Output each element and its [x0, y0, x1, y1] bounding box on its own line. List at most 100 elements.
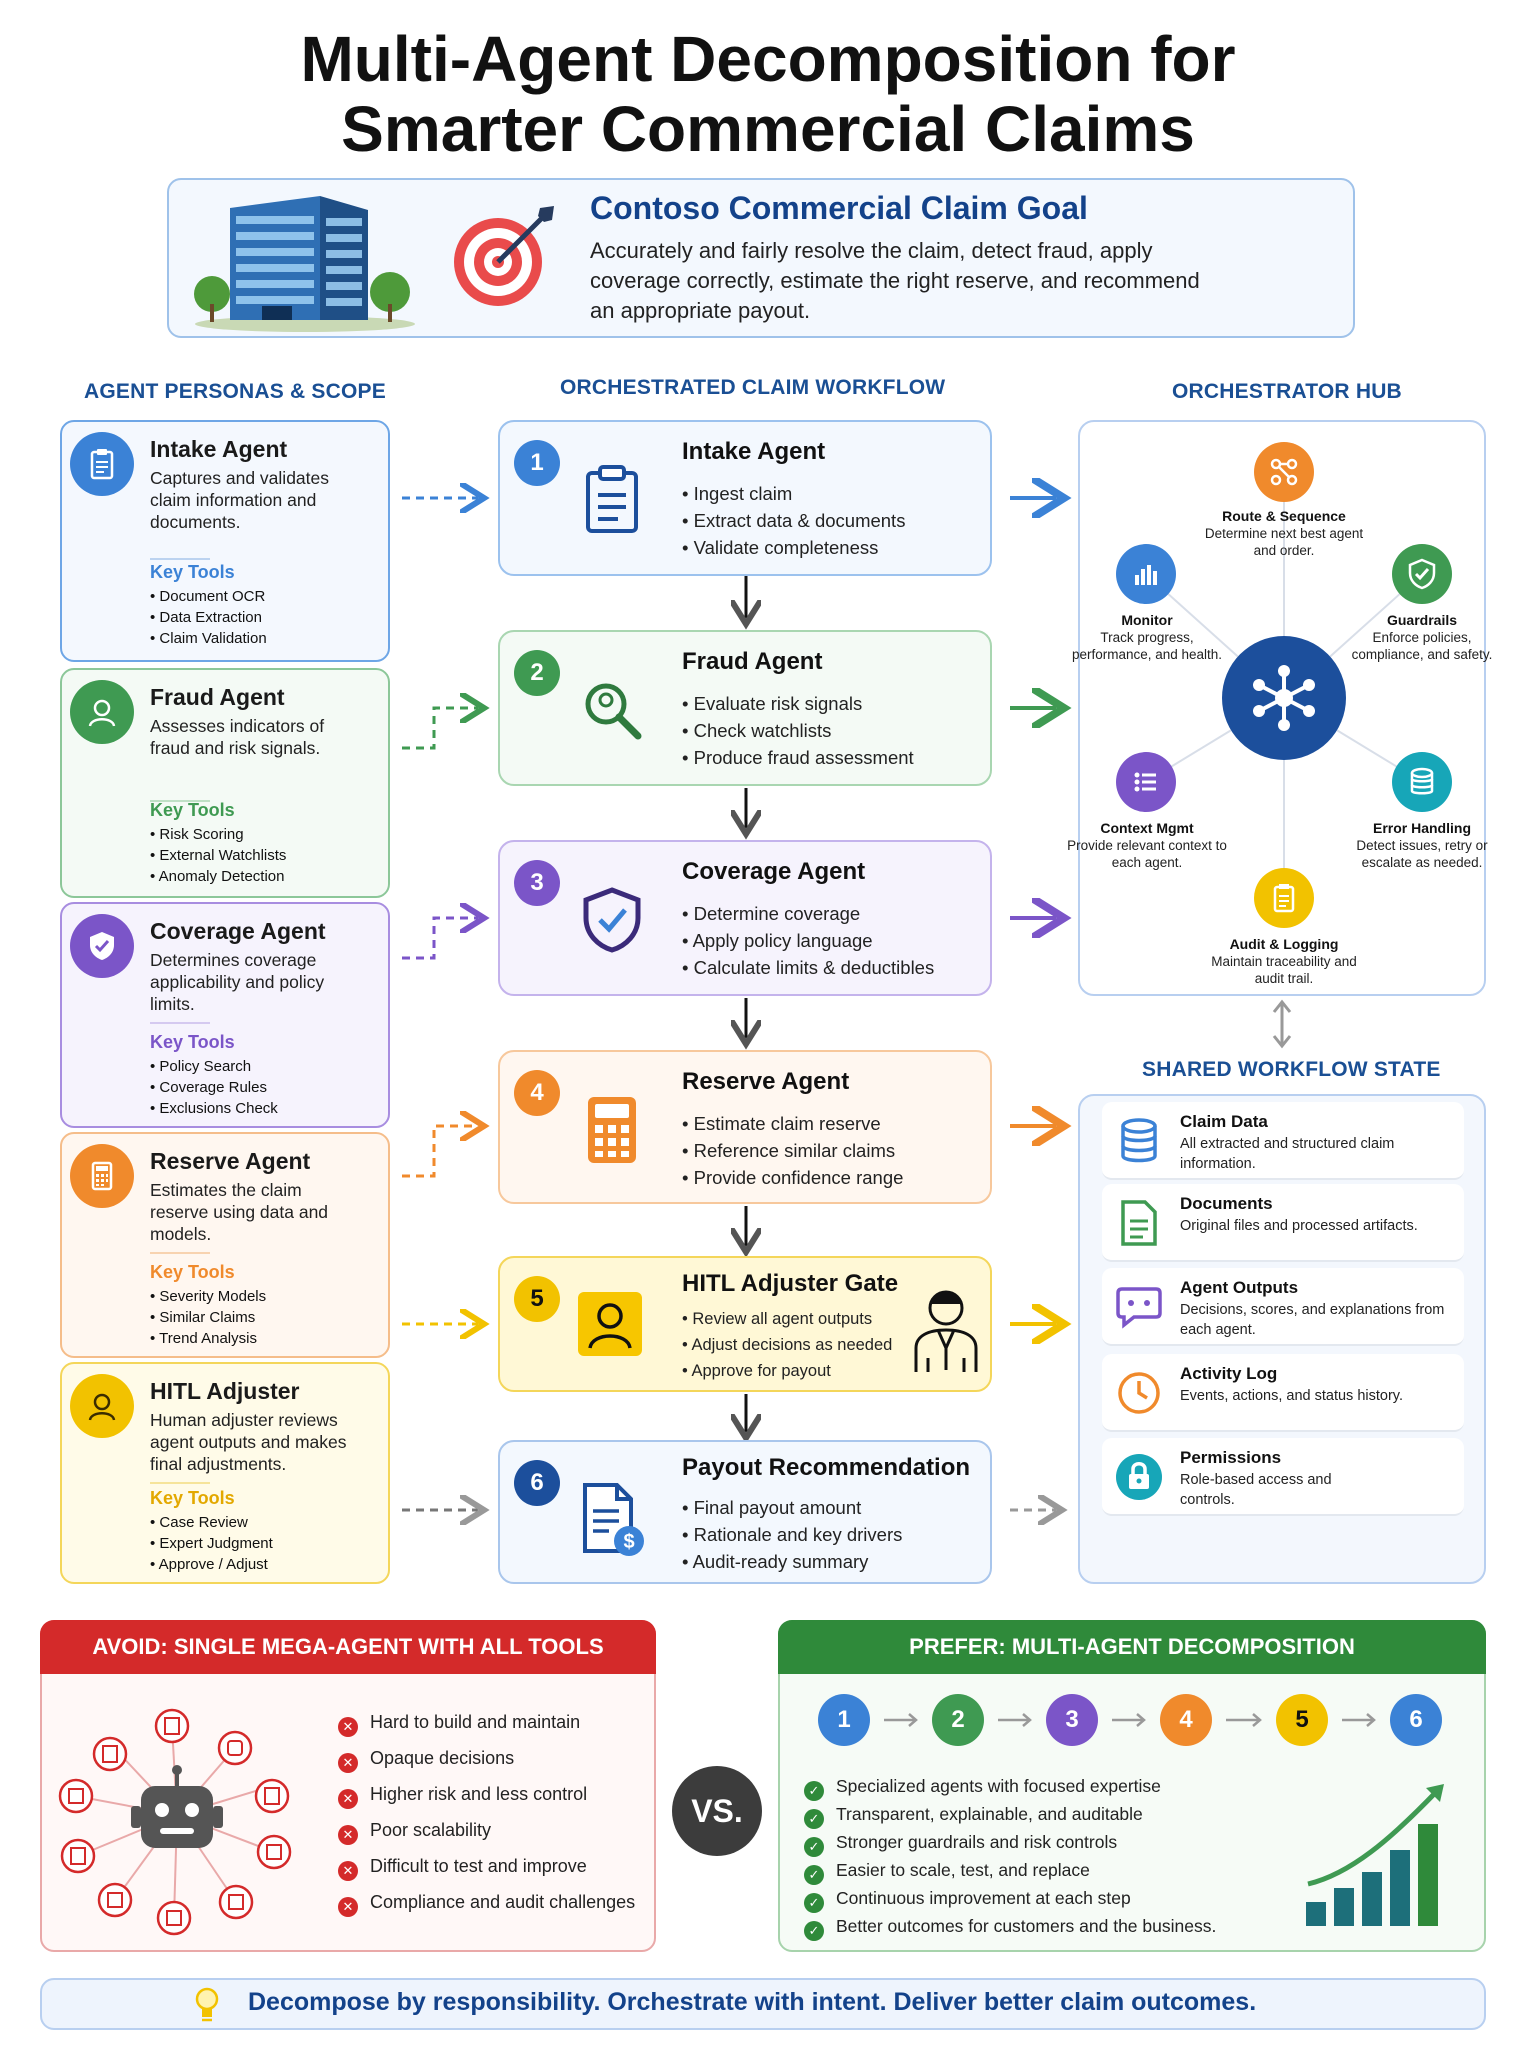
- flow-number: 6: [1390, 1694, 1442, 1746]
- divider: [150, 1022, 210, 1024]
- step-number: 4: [514, 1070, 560, 1116]
- personas-heading: AGENT PERSONAS & SCOPE: [84, 380, 386, 403]
- step-title: Fraud Agent: [682, 648, 823, 675]
- con-item: ✕Hard to build and maintain: [338, 1710, 580, 1746]
- flow-number: 2: [932, 1694, 984, 1746]
- avoid-header: AVOID: SINGLE MEGA-AGENT WITH ALL TOOLS: [40, 1620, 656, 1674]
- clipboard-icon: [572, 460, 652, 540]
- pro-item: ✓Transparent, explainable, and auditable: [804, 1802, 1143, 1829]
- con-item: ✕Compliance and audit challenges: [338, 1890, 635, 1926]
- check-icon: ✓: [804, 1837, 824, 1857]
- step-title: Intake Agent: [682, 438, 826, 465]
- step-title: Reserve Agent: [682, 1068, 850, 1095]
- svg-text:$: $: [623, 1531, 634, 1553]
- check-icon: ✓: [804, 1809, 824, 1829]
- check-icon: ✓: [804, 1781, 824, 1801]
- persona-card-coverage: Coverage Agent Determines coverage appli…: [60, 902, 390, 1128]
- goal-title: Contoso Commercial Claim Goal: [590, 190, 1088, 226]
- document-icon: [1114, 1198, 1164, 1248]
- workflow-step-2: 2 Fraud Agent • Evaluate risk signals• C…: [498, 630, 992, 786]
- prefer-header: PREFER: MULTI-AGENT DECOMPOSITION: [778, 1620, 1486, 1674]
- magnifier-icon: [572, 670, 652, 750]
- pro-item: ✓Better outcomes for customers and the b…: [804, 1914, 1216, 1941]
- key-tools-label: Key Tools: [150, 800, 235, 820]
- list-icon: [1116, 752, 1176, 812]
- calculator-icon: [572, 1090, 652, 1170]
- state-item-permissions: Permissions Role-based access and contro…: [1102, 1438, 1464, 1516]
- route-icon: [1254, 442, 1314, 502]
- persona-title: Intake Agent: [150, 436, 288, 462]
- step-number: 6: [514, 1460, 560, 1506]
- step-bullets: • Evaluate risk signals• Check watchlist…: [682, 693, 914, 768]
- workflow-step-1: 1 Intake Agent • Ingest claim• Extract d…: [498, 420, 992, 576]
- workflow-heading: ORCHESTRATED CLAIM WORKFLOW: [560, 376, 946, 399]
- invoice-dollar-icon: $: [572, 1480, 652, 1560]
- state-item-claim-data: Claim Data All extracted and structured …: [1102, 1102, 1464, 1180]
- x-icon: ✕: [338, 1825, 358, 1845]
- persona-title: Fraud Agent: [150, 684, 285, 710]
- user-icon: [70, 680, 134, 744]
- con-item: ✕Poor scalability: [338, 1818, 491, 1854]
- step-title: HITL Adjuster Gate: [682, 1270, 899, 1297]
- vs-badge: VS.: [672, 1766, 762, 1856]
- flow-number: 5: [1276, 1694, 1328, 1746]
- key-tools-list: • Policy Search• Coverage Rules• Exclusi…: [150, 1058, 278, 1117]
- persona-desc: Captures and validates claim information…: [150, 468, 329, 532]
- lightbulb-icon: [192, 1984, 222, 2024]
- state-item-documents: Documents Original files and processed a…: [1102, 1184, 1464, 1262]
- hub-heading: ORCHESTRATOR HUB: [1172, 380, 1402, 403]
- step-title: Coverage Agent: [682, 858, 866, 885]
- step-number: 5: [514, 1276, 560, 1322]
- key-tools-list: • Severity Models• Similar Claims• Trend…: [150, 1288, 267, 1347]
- divider: [150, 800, 210, 802]
- title-line-1: Multi-Agent Decomposition for: [300, 23, 1236, 95]
- persona-card-intake: Intake Agent Captures and validates clai…: [60, 420, 390, 662]
- workflow-step-3: 3 Coverage Agent • Determine coverage• A…: [498, 840, 992, 996]
- x-icon: ✕: [338, 1717, 358, 1737]
- flow-arrows: [884, 1713, 1376, 1727]
- pro-item: ✓Easier to scale, test, and replace: [804, 1858, 1090, 1885]
- state-desc: Events, actions, and status history.: [1180, 1388, 1403, 1404]
- key-tools-list: • Case Review• Expert Judgment• Approve …: [150, 1514, 273, 1573]
- title-line-2: Smarter Commercial Claims: [341, 93, 1195, 165]
- robot-icon: [52, 1690, 302, 1940]
- check-icon: ✓: [804, 1893, 824, 1913]
- lock-icon: [1114, 1452, 1164, 1502]
- state-title: Claim Data: [1180, 1112, 1268, 1131]
- workflow-step-6: 6 $ Payout Recommendation • Final payout…: [498, 1440, 992, 1584]
- x-icon: ✕: [338, 1753, 358, 1773]
- flow-number: 4: [1160, 1694, 1212, 1746]
- clipboard-icon: [70, 432, 134, 496]
- x-icon: ✕: [338, 1861, 358, 1881]
- step-bullets: • Review all agent outputs• Adjust decis…: [682, 1310, 893, 1380]
- persona-title: Coverage Agent: [150, 918, 326, 944]
- clock-icon: [1114, 1368, 1164, 1418]
- step-bullets: • Ingest claim• Extract data & documents…: [682, 483, 906, 558]
- pro-item: ✓Stronger guardrails and risk controls: [804, 1830, 1117, 1857]
- step-bullets: • Determine coverage• Apply policy langu…: [682, 903, 935, 978]
- check-icon: ✓: [804, 1921, 824, 1941]
- persona-title: Reserve Agent: [150, 1148, 311, 1174]
- step-title: Payout Recommendation: [682, 1454, 971, 1481]
- growth-chart-icon: [1300, 1780, 1460, 1930]
- key-tools-label: Key Tools: [150, 1262, 235, 1282]
- step-number: 3: [514, 860, 560, 906]
- state-title: Agent Outputs: [1180, 1278, 1299, 1297]
- state-desc: Decisions, scores, and explanations from…: [1180, 1302, 1445, 1338]
- con-item: ✕Difficult to test and improve: [338, 1854, 587, 1890]
- adjuster-icon: [910, 1282, 982, 1374]
- flow-number: 3: [1046, 1694, 1098, 1746]
- avoid-panel: [40, 1620, 656, 1952]
- state-item-activity-log: Activity Log Events, actions, and status…: [1102, 1354, 1464, 1432]
- state-desc: Role-based access and controls.: [1180, 1472, 1332, 1508]
- persona-title: HITL Adjuster: [150, 1378, 300, 1404]
- key-tools-label: Key Tools: [150, 1488, 235, 1508]
- x-icon: ✕: [338, 1897, 358, 1917]
- tagline-banner: [40, 1978, 1486, 2030]
- state-title: Documents: [1180, 1194, 1273, 1213]
